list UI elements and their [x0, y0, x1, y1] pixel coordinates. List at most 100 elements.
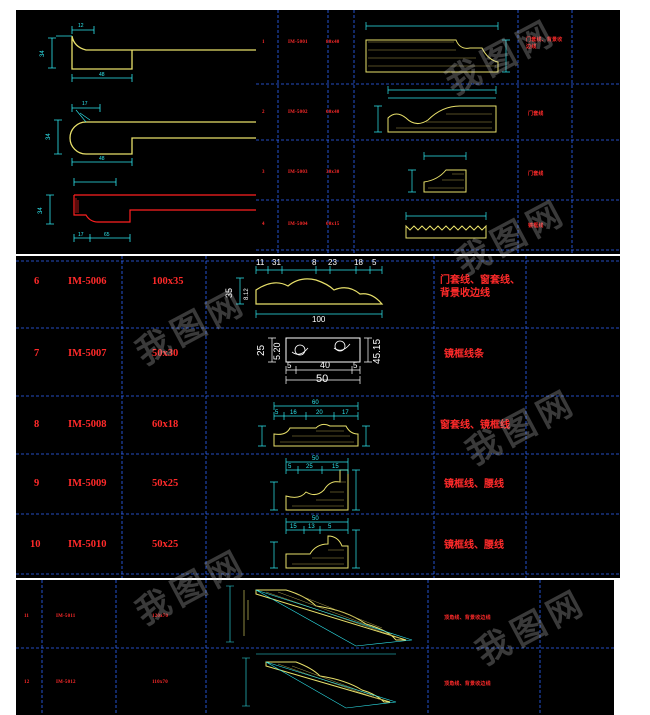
r10-dim-top-2: 13 — [308, 524, 315, 530]
tr-row-2-code: IM-5002 — [288, 110, 308, 115]
r6-dim-top-2: 31 — [272, 258, 281, 267]
r8-dim-top-4: 17 — [342, 410, 349, 416]
tr-row-4-size: 60x15 — [326, 222, 340, 227]
r6-dim-left-2: 8.12 — [244, 288, 250, 300]
r6-dim-top-3: 8 — [312, 258, 317, 267]
bot-row-11-name: 顶角线、背景收边线 — [444, 616, 491, 621]
tr-row-1-code: IM-5001 — [288, 40, 308, 45]
tr-row-3-code: IM-5003 — [288, 170, 308, 175]
mid-row-10-name: 镜框线、腰线 — [444, 540, 504, 551]
mid-row-7-size: 50x30 — [152, 348, 179, 359]
profile-im5009 — [270, 458, 360, 511]
profile-a-top-dim: 12 — [78, 23, 84, 29]
r8-dim-top-2: 16 — [290, 410, 297, 416]
profile-im5011 — [226, 585, 413, 647]
top-left-cad-panel: 34 12 48 34 17 48 34 17 65 — [16, 10, 258, 254]
profile-c-side-dim: 34 — [38, 207, 44, 214]
profile-a — [48, 26, 258, 82]
tr-row-3-no: 3 — [262, 170, 265, 175]
tr-row-1-size: 80x40 — [326, 40, 340, 45]
mid-row-6-no: 6 — [34, 276, 40, 287]
profile-b-bottom-dim: 48 — [99, 156, 105, 162]
r7-dim-bottom-3: 5 — [353, 361, 358, 370]
r6-dim-top-4: 23 — [328, 258, 337, 267]
profile-a-side-dim: 34 — [40, 50, 46, 57]
r8-dim-total: 60 — [312, 400, 319, 406]
mid-row-10-no: 10 — [30, 539, 41, 550]
profile-drawings-top-left: 34 12 48 34 17 48 34 17 65 — [38, 23, 258, 242]
r7-dim-right: 45.15 — [372, 339, 383, 364]
middle-grid-and-profiles: 11 31 8 23 18 5 35 8.12 100 25 5.20 45.1… — [16, 256, 620, 578]
tr-row-2-no: 2 — [262, 110, 265, 115]
bottom-spec-table: 11 IM-5011 120x70 顶角线、背景收边线 12 IM-5012 1… — [16, 580, 614, 715]
mid-row-10-code: IM-5010 — [68, 539, 107, 550]
mid-row-8-code: IM-5008 — [68, 419, 107, 430]
profile-c-bottom-dim-2: 65 — [104, 232, 110, 238]
r9-dim-top-3: 15 — [332, 464, 339, 470]
profile-im5010 — [270, 518, 360, 569]
bot-row-12-size: 110x70 — [152, 680, 168, 685]
r6-dim-top-5: 18 — [354, 258, 363, 267]
profile-im5003 — [408, 152, 467, 193]
bot-row-12-no: 12 — [24, 680, 30, 685]
profile-b — [54, 104, 258, 166]
mid-row-8-no: 8 — [34, 419, 40, 430]
r10-dim-top-1: 15 — [290, 524, 297, 530]
tr-row-3-size: 30x30 — [326, 170, 340, 175]
bot-row-12-name: 顶角线、背景收边线 — [444, 682, 491, 687]
profile-b-top-dim: 17 — [82, 101, 88, 107]
mid-row-9-name: 镜框线、腰线 — [444, 479, 504, 490]
bot-row-11-size: 120x70 — [152, 614, 169, 619]
mid-row-9-no: 9 — [34, 478, 40, 489]
profile-c — [46, 178, 258, 242]
r6-dim-left-1: 35 — [224, 288, 234, 298]
r9-dim-total: 50 — [312, 456, 319, 462]
mid-row-8-name: 窗套线、镜框线 — [440, 420, 510, 431]
r6-dim-top-1: 11 — [256, 258, 265, 267]
r10-dim-total: 50 — [312, 516, 319, 522]
r7-dim-bottom-total: 50 — [316, 373, 328, 385]
r9-dim-top-1: 5 — [288, 464, 292, 470]
mid-row-8-size: 60x18 — [152, 419, 179, 430]
mid-row-6-code: IM-5006 — [68, 276, 107, 287]
tr-row-2-name: 门套线 — [528, 112, 544, 117]
mid-row-9-size: 50x25 — [152, 478, 179, 489]
r10-dim-top-3: 5 — [328, 524, 332, 530]
profile-im5004 — [405, 212, 487, 239]
r6-dim-bottom: 100 — [312, 315, 326, 324]
r7-dim-bottom-2: 40 — [320, 360, 330, 370]
tr-row-3-name: 门套线 — [528, 172, 544, 177]
mid-row-6-name: 门套线、窗套线、背景收边线 — [440, 275, 520, 299]
tr-row-4-name: 镜框线 — [528, 224, 544, 229]
bot-row-11-code: IM-5011 — [56, 614, 76, 619]
profile-c-bottom-dim-1: 17 — [78, 232, 84, 238]
mid-row-7-code: IM-5007 — [68, 348, 107, 359]
tr-row-4-code: IM-5004 — [288, 222, 308, 227]
mid-row-9-code: IM-5009 — [68, 478, 107, 489]
bot-row-12-code: IM-5012 — [56, 680, 76, 685]
bottom-grid-and-profiles — [16, 580, 614, 715]
profile-im5006 — [236, 266, 384, 318]
top-right-grid — [256, 10, 620, 254]
profile-im5001 — [365, 22, 510, 73]
tr-row-1-no: 1 — [262, 40, 265, 45]
middle-spec-table: 11 31 8 23 18 5 35 8.12 100 25 5.20 45.1… — [16, 256, 620, 578]
r9-dim-top-2: 25 — [306, 464, 313, 470]
mid-row-7-name: 镜框线条 — [444, 349, 484, 360]
profile-im5008 — [258, 402, 370, 447]
tr-row-1-name: 门套线、背景收边线 — [526, 38, 563, 50]
top-right-spec-table: 1 IM-5001 80x40 门套线、背景收边线 2 IM-5002 60x4… — [256, 10, 620, 254]
profile-b-side-dim: 34 — [46, 133, 52, 140]
r8-dim-top-1: 5 — [275, 410, 279, 416]
profile-im5002 — [374, 86, 497, 133]
bot-row-11-no: 11 — [24, 614, 30, 619]
r7-dim-left-2: 5.20 — [272, 342, 282, 360]
tr-row-4-no: 4 — [262, 222, 265, 227]
mid-row-10-size: 50x25 — [152, 539, 179, 550]
r7-dim-bottom-1: 5 — [287, 361, 292, 370]
r7-dim-left-1: 25 — [256, 344, 267, 356]
tr-row-2-size: 60x40 — [326, 110, 340, 115]
profile-im5007 — [268, 337, 372, 384]
r6-dim-top-6: 5 — [372, 258, 377, 267]
mid-row-7-no: 7 — [34, 348, 40, 359]
